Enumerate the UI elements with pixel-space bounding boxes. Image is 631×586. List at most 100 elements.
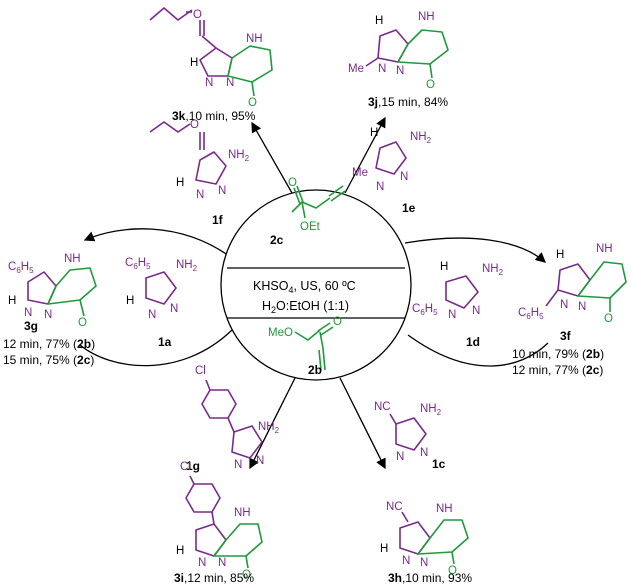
product-3g-structure: C6H5 H N N NH O [8,253,97,329]
atom-h: H [190,57,198,69]
product-3h-structure: NC H N N NH O [380,501,469,577]
arrow-to-3f [404,237,546,263]
atom-o: O [193,9,202,21]
atom-c6h5: C6H5 [518,307,544,321]
atom-n: N [448,309,456,321]
atom-n: N [218,185,226,197]
atom-n: N [400,171,408,183]
reactant-1c-structure: NC NH2 N N [374,401,442,463]
reactant-1e-structure: H NH2 Me N N [352,127,432,193]
atom-n: N [44,309,52,321]
atom-cn: NC [374,401,391,413]
reagent-2b-structure: MeO O [268,316,342,371]
product-3k-label: 3k,10 min, 95% [172,109,256,123]
reactant-1d-structure: H NH2 C6H5 N N [412,261,504,321]
atom-c6h5: C6H5 [125,257,151,271]
atom-o: O [288,177,297,189]
atom-h: H [126,295,134,307]
atom-h: H [8,295,16,307]
reagent-2c-group: OEt [300,221,321,233]
atom-n: N [578,301,586,313]
reagent-2b-label: 2b [308,363,322,377]
atom-n: N [148,309,156,321]
arrow-to-3j [344,116,386,194]
atom-nh2: NH2 [228,149,250,163]
atom-me: Me [348,63,364,75]
conditions-line1: KHSO4, US, 60 ºC [253,279,356,295]
atom-o: O [190,119,199,131]
atom-n: N [170,303,178,315]
conditions-line2: H2O:EtOH (1:1) [262,299,349,315]
reactant-1d-label: 1d [466,335,480,349]
atom-n: N [472,305,480,317]
product-3f-cond-2: 12 min, 77% (2c) [512,363,603,377]
center-circle [220,189,412,381]
atom-nh: NH [64,253,81,265]
atom-n: N [256,455,264,467]
atom-n: N [218,557,226,569]
atom-h: H [556,249,564,261]
product-3k-structure: O H N N NH O [149,7,273,109]
atom-nh2: NH2 [420,403,442,417]
product-3f-label: 3f [560,329,572,343]
arrow-to-3h [339,377,386,470]
atom-h: H [370,127,378,139]
atom-h: H [176,177,184,189]
atom-h: H [440,261,448,273]
atom-n: N [396,451,404,463]
atom-n: N [198,557,206,569]
arrow-from-1a [79,329,233,367]
atom-o: O [448,565,457,577]
atom-nh: NH [418,11,435,23]
atom-n: N [420,557,428,569]
product-3j-label: 3j,15 min, 84% [368,95,448,109]
atom-o: O [333,316,342,328]
atom-nh: NH [246,33,263,45]
product-3i-label: 3i,12 min, 85% [174,571,254,585]
product-3g-cond-1: 12 min, 77% (2b) [3,337,95,351]
atom-o: O [242,569,251,581]
atom-cl: Cl [180,461,191,473]
atom-o: O [78,317,87,329]
atom-o: O [248,97,257,109]
product-3h-label: 3h,10 min, 93% [388,571,472,585]
atom-nh2: NH2 [410,131,432,145]
reactant-1a-label: 1a [158,335,172,349]
atom-c6h5: C6H5 [412,303,438,317]
reactant-1g-structure: Cl NH2 N N [195,365,280,471]
arrow-from-1d [407,334,549,367]
reactant-1g-label: 1g [186,459,200,473]
product-3g-label: 3g [24,319,38,333]
atom-n: N [226,77,234,89]
arrow-to-3g [83,228,233,259]
atom-cn: NC [386,501,403,513]
atom-cl: Cl [195,365,206,377]
atom-n: N [378,63,386,75]
atom-o: O [426,79,435,91]
atom-nh2: NH2 [482,263,504,277]
product-3i-structure: Cl H N N NH O [176,461,263,581]
atom-h: H [380,543,388,555]
product-3f-cond-1: 10 min, 79% (2b) [512,347,604,361]
atom-n: N [376,181,384,193]
arrow-to-3i [249,377,296,470]
arrow-to-3k [251,121,293,194]
atom-o: O [604,313,613,325]
atom-me: Me [352,167,368,179]
atom-n: N [396,65,404,77]
atom-nh: NH [436,503,453,515]
atom-n: N [24,307,32,319]
atom-nh2: NH2 [258,421,280,435]
reactant-1c-label: 1c [432,457,446,471]
atom-nh: N [196,189,204,201]
reagent-2c-label: 2c [270,233,284,247]
atom-n: N [560,299,568,311]
reactant-1f-structure: O NH2 H N N [149,119,250,201]
atom-c6h5: C6H5 [8,261,34,275]
reactant-1e-label: 1e [402,201,416,215]
atom-nh: NH [234,507,251,519]
reagent-2c-structure: O OEt [288,177,346,233]
atom-h: H [375,15,383,27]
atom-h: H [176,545,184,557]
